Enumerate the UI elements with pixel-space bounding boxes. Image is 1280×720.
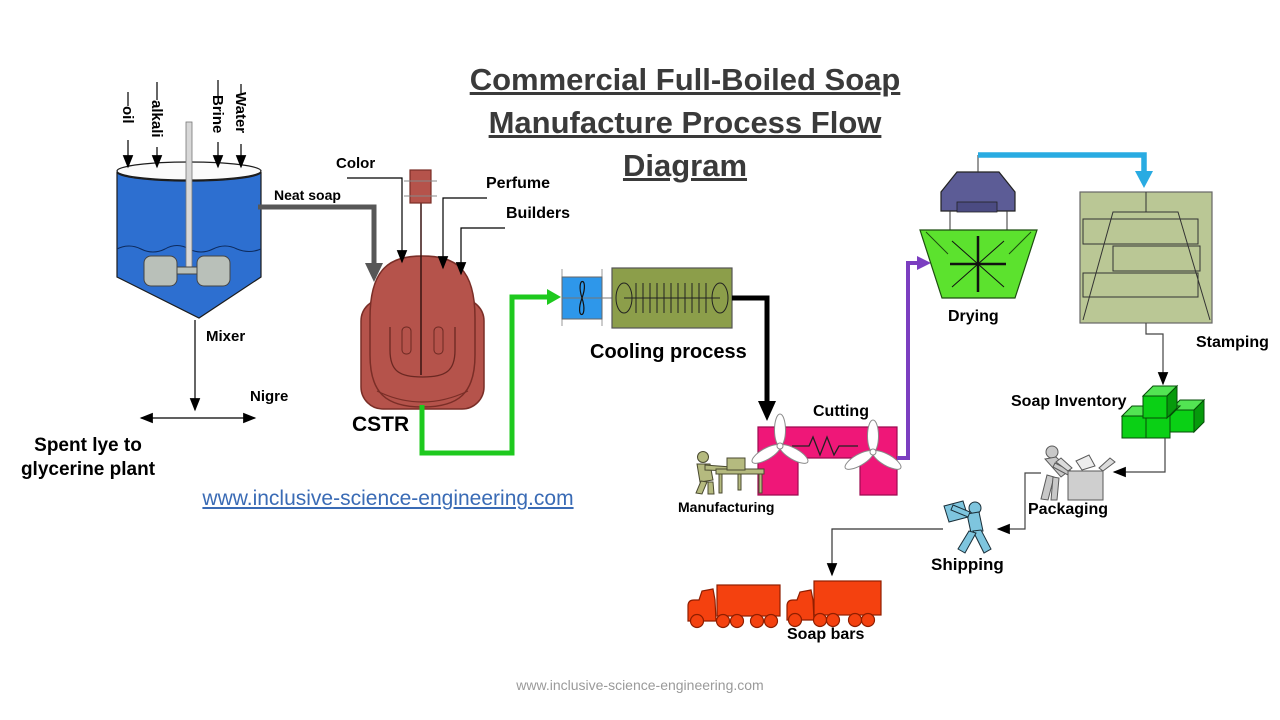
arrow-shipping-to-trucks bbox=[826, 528, 943, 577]
dryer-fan-icon bbox=[950, 236, 1006, 292]
drying-label: Drying bbox=[948, 308, 999, 325]
pipe-cstr-to-cooling bbox=[419, 289, 561, 456]
stamping-label: Stamping bbox=[1196, 334, 1269, 351]
arrow-inventory-to-packaging bbox=[1112, 438, 1166, 478]
nigre-drain-arrows bbox=[139, 320, 257, 424]
nigre-label: Nigre bbox=[250, 388, 289, 405]
stamping-machine-icon bbox=[1079, 191, 1213, 324]
color-label: Color bbox=[336, 155, 376, 172]
cooling-fan-box-icon bbox=[561, 269, 612, 326]
mixer-input-label-alkali: alkali bbox=[148, 100, 165, 138]
dryer-icon bbox=[919, 229, 1038, 299]
cutter-fan-icon bbox=[844, 419, 902, 470]
soap-cubes-icon bbox=[1120, 384, 1206, 439]
mixer-tank-icon bbox=[116, 121, 262, 319]
mixer-input-label-brine: Brine bbox=[209, 95, 226, 134]
pipe-cooling-to-cutting bbox=[732, 295, 776, 421]
builders-label: Builders bbox=[506, 205, 571, 222]
spent-lye-note: Spent lye to glycerine plant bbox=[20, 435, 156, 480]
cstr-additive-arrows bbox=[347, 177, 505, 276]
diagram-title: Commercial Full-Boiled Soap Manufacture … bbox=[469, 62, 901, 183]
soap-bars-label: Soap bars bbox=[787, 626, 865, 643]
packaging-worker-icon bbox=[1040, 445, 1116, 501]
heat-exchanger-icon bbox=[611, 267, 733, 329]
website-link[interactable]: www.inclusive-science-engineering.com bbox=[202, 487, 574, 510]
neat-soap-label: Neat soap bbox=[274, 187, 341, 203]
footer-watermark: www.inclusive-science-engineering.com bbox=[516, 677, 764, 693]
dryer-hopper-icon bbox=[940, 155, 1016, 231]
mixer-input-label-water: Water bbox=[232, 92, 249, 134]
mixer-input-arrows bbox=[122, 80, 247, 169]
shipping-worker-icon bbox=[943, 500, 992, 554]
packaging-label: Packaging bbox=[1028, 501, 1109, 518]
cstr-label: CSTR bbox=[352, 413, 410, 436]
cstr-vessel-icon bbox=[360, 169, 485, 410]
cutting-label: Cutting bbox=[813, 403, 869, 420]
pipe-cutting-to-drying bbox=[897, 256, 931, 460]
pipe-neat-soap bbox=[258, 204, 383, 282]
truck-icon bbox=[786, 580, 882, 628]
cstr-motor-icon bbox=[404, 169, 437, 204]
shipping-label: Shipping bbox=[931, 555, 1004, 574]
mixer-label: Mixer bbox=[206, 328, 246, 345]
truck-icon bbox=[687, 584, 781, 629]
perfume-label: Perfume bbox=[486, 175, 551, 192]
cutter-fan-icon bbox=[751, 413, 809, 464]
pipe-drying-to-stamping bbox=[978, 152, 1153, 188]
arrow-packaging-to-shipping bbox=[996, 472, 1041, 535]
stirrer-icon bbox=[143, 121, 231, 287]
manufacturing-worker-icon bbox=[695, 451, 765, 495]
arrow-stamping-to-inventory bbox=[1145, 323, 1169, 386]
soap-inventory-label: Soap Inventory bbox=[1011, 393, 1127, 410]
cutting-machine-icon bbox=[751, 413, 902, 496]
manufacturing-label: Manufacturing bbox=[678, 499, 775, 515]
mixer-input-label-oil: oil bbox=[119, 106, 136, 124]
cooling-process-label: Cooling process bbox=[590, 341, 747, 363]
